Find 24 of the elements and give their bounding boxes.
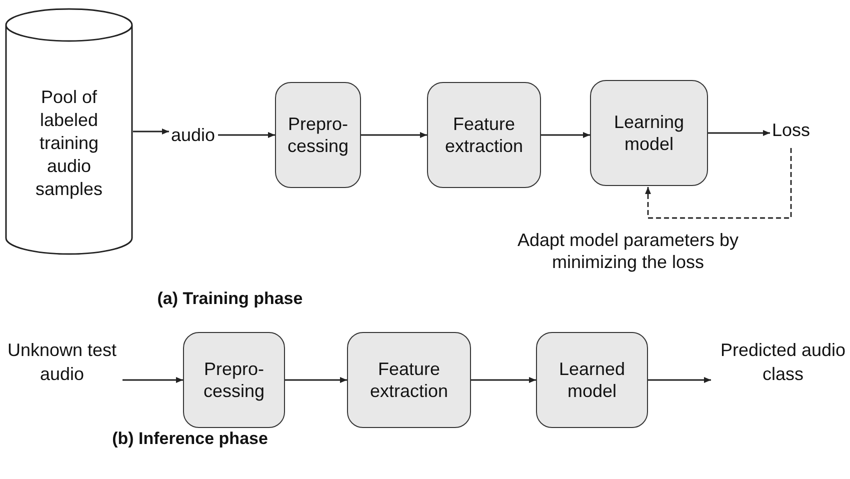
node-label: Pool of labeled training audio samples	[34, 86, 104, 201]
phase-caption: (a) Training phase	[156, 288, 304, 310]
flow-label: Predicted audio class	[713, 338, 850, 386]
flow-label: audio	[171, 123, 216, 147]
process-box: Learning model	[590, 80, 708, 186]
arrow	[122, 377, 183, 383]
flow-label: Unknown test audio	[4, 338, 120, 386]
process-box: Feature extraction	[427, 82, 541, 188]
process-box: Feature extraction	[347, 332, 471, 428]
phase-caption: (b) Inference phase	[111, 428, 269, 450]
feedback-arrow	[645, 148, 792, 219]
arrow	[648, 377, 711, 383]
arrow	[471, 377, 536, 383]
note-text: Adapt model parameters by minimizing the loss	[516, 229, 740, 273]
arrow	[708, 130, 770, 136]
arrow	[361, 132, 427, 138]
flow-label: Loss	[772, 118, 810, 142]
arrow	[218, 132, 275, 138]
process-box: Prepro-cessing	[183, 332, 285, 428]
process-box: Prepro-cessing	[275, 82, 361, 188]
arrow	[133, 128, 169, 134]
arrow	[285, 377, 347, 383]
arrow	[541, 132, 590, 138]
process-box: Learned model	[536, 332, 648, 428]
